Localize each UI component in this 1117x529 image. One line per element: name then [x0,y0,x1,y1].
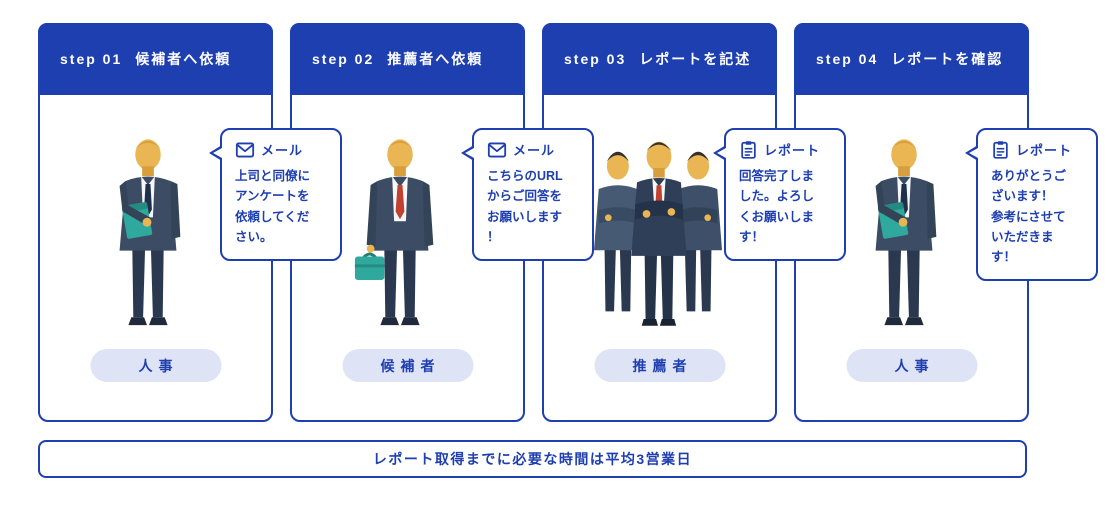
role-label: 候補者 [380,357,441,374]
report-icon [991,140,1010,159]
step-1-body: メール 上司と同僚に アンケートを 依頼してくだ さい。 人事 [40,95,342,420]
step-2-body: メール こちらのURL からご回答を お願いします ！ 候補者 [292,95,594,420]
step-3-bubble-text: 回答完了しま した。よろし くお願いしま す！ [739,169,815,244]
mail-icon [487,141,507,159]
step-4-bubble-text: ありがとうご ざいます！ 参考にさせて いただきま す！ [991,169,1067,264]
role-label: 人事 [894,357,935,374]
hr-person-illustration [844,135,964,331]
step-2-title: 推薦者へ依頼 [387,51,484,67]
role-label: 人事 [138,357,179,374]
step-3-speech-bubble: レポート 回答完了しま した。よろし くお願いしま す！ [713,128,846,261]
step-4-number: step 04 [816,51,879,67]
step-3-number: step 03 [564,51,627,67]
step-1-title: 候補者へ依頼 [135,51,232,67]
step-3-header: step 03 レポートを記述 [542,23,777,95]
step-3-bubble-head: レポート [739,140,831,159]
candidate-person-illustration [340,135,460,331]
step-1-header: step 01 候補者へ依頼 [38,23,273,95]
step-card-2: step 02 推薦者へ依頼 メール こちらのURL からご回答を お願いします… [290,23,594,422]
step-1-speech-bubble: メール 上司と同僚に アンケートを 依頼してくだ さい。 [209,128,342,261]
recommenders-group-illustration [572,135,744,331]
step-1-role-badge: 人事 [90,349,221,382]
step-4-role-badge: 人事 [846,349,977,382]
step-4-bubble-head: レポート [991,140,1083,159]
step-card-1: step 01 候補者へ依頼 メール 上司と同僚に アンケートを 依頼してくだ … [38,23,342,422]
step-2-speech-bubble: メール こちらのURL からご回答を お願いします ！ [461,128,594,261]
step-2-bubble-head: メール [487,140,579,159]
mail-icon [235,141,255,159]
role-label: 推薦者 [632,357,693,374]
step-4-body: レポート ありがとうご ざいます！ 参考にさせて いただきま す！ 人事 [796,95,1098,420]
step-1-bubble-text: 上司と同僚に アンケートを 依頼してくだ さい。 [235,169,311,244]
footer-note: レポート取得までに必要な時間は平均3営業日 [38,440,1027,478]
step-1-number: step 01 [60,51,123,67]
step-2-header: step 02 推薦者へ依頼 [290,23,525,95]
bubble-icon-label: レポート [1016,143,1073,158]
step-1-bubble-head: メール [235,140,327,159]
bubble-icon-label: レポート [764,143,821,158]
footer-note-text: レポート取得までに必要な時間は平均3営業日 [372,451,693,467]
bubble-icon-label: メール [513,143,556,158]
step-3-role-badge: 推薦者 [594,349,725,382]
hr-person-illustration [88,135,208,331]
step-4-title: レポートを確認 [891,51,1004,67]
bubble-icon-label: メール [261,143,304,158]
step-2-role-badge: 候補者 [342,349,473,382]
step-2-bubble-text: こちらのURL からご回答を お願いします ！ [487,169,563,244]
report-icon [739,140,758,159]
steps-row: step 01 候補者へ依頼 メール 上司と同僚に アンケートを 依頼してくだ … [38,23,1098,422]
step-4-header: step 04 レポートを確認 [794,23,1029,95]
step-3-title: レポートを記述 [639,51,752,67]
step-3-body: レポート 回答完了しま した。よろし くお願いしま す！ 推薦者 [544,95,846,420]
step-2-number: step 02 [312,51,375,67]
step-4-speech-bubble: レポート ありがとうご ざいます！ 参考にさせて いただきま す！ [965,128,1098,282]
